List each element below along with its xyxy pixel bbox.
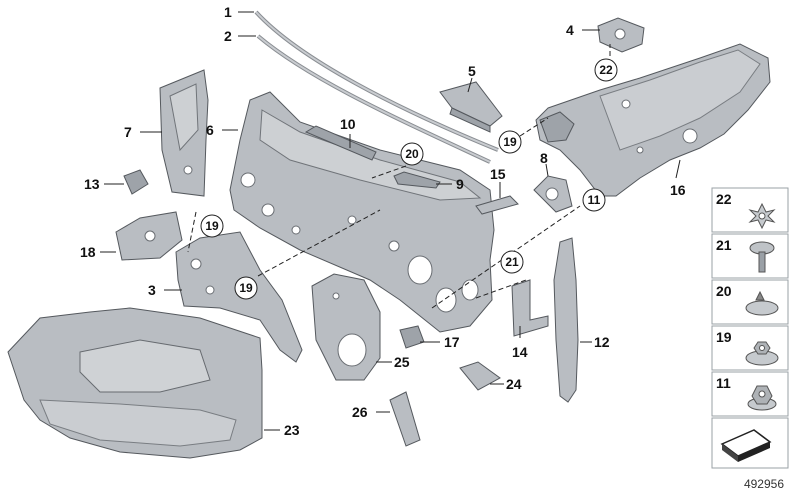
star-clip-icon [748,202,776,230]
part-12-trim [553,237,579,403]
legend-arrow-box [711,417,789,469]
badge-21: 21 [500,250,524,274]
hex-nut-flange-icon [747,385,777,411]
callout-8: 8 [540,150,548,166]
legend-item-20: 20 [711,279,789,325]
svg-text:19: 19 [239,281,253,295]
svg-text:20: 20 [405,147,419,161]
callout-25: 25 [394,354,410,370]
callout-10: 10 [340,116,356,132]
part-16-insulation [535,43,771,197]
callout-14: 14 [512,344,528,360]
svg-text:19: 19 [716,329,732,345]
callout-12: 12 [594,334,610,350]
legend-item-21: 21 [711,233,789,279]
legend-item-11: 11 [711,371,789,417]
part-24-pad [459,361,501,391]
callout-26: 26 [352,404,368,420]
part-13-bracket [123,169,149,195]
part-15-strip [475,195,519,215]
callout-7: 7 [124,124,132,140]
badge-19-c: 19 [234,276,258,300]
callout-13: 13 [84,176,100,192]
badge-22-top: 22 [594,58,618,82]
part-26-strip [389,391,421,447]
solid-leaders [100,11,681,431]
callout-17: 17 [444,334,460,350]
legend-item-22: 22 [711,187,789,233]
svg-text:21: 21 [505,255,519,269]
expanding-rivet-icon [749,241,775,273]
fastener-legend: 22 21 20 19 [711,187,789,469]
svg-text:11: 11 [716,375,731,391]
callout-numbers: 1 2 3 4 5 6 7 8 9 10 12 13 14 15 16 17 1… [80,4,686,438]
callout-4: 4 [566,22,574,38]
arrow-bracket-icon [720,429,772,462]
part-9-pad [393,171,441,189]
callout-23: 23 [284,422,300,438]
badge-19-b: 19 [200,214,224,238]
part-25-panel [311,273,381,381]
part-10-strip [304,125,377,161]
part-4-pad [597,17,645,53]
callout-24: 24 [506,376,522,392]
svg-text:11: 11 [588,193,601,207]
svg-text:19: 19 [205,219,219,233]
push-clip-icon [745,290,779,316]
callout-2: 2 [224,28,232,44]
part-23-insulation [7,307,263,459]
badge-11: 11 [582,188,606,212]
svg-text:22: 22 [599,63,613,77]
callout-16: 16 [670,182,686,198]
part-5-block [439,81,503,133]
hex-nut-washer-icon [745,341,779,366]
badge-19-a: 19 [498,130,522,154]
callout-9: 9 [456,176,464,192]
callout-5: 5 [468,63,476,79]
part-17-block [399,325,425,349]
callout-3: 3 [148,282,156,298]
circled-badges: 22 19 20 11 19 21 19 [200,58,618,300]
callout-1: 1 [224,4,232,20]
legend-item-19: 19 [711,325,789,371]
svg-text:20: 20 [716,283,732,299]
svg-text:19: 19 [503,135,517,149]
svg-text:21: 21 [716,237,732,253]
part-14-bracket [511,279,549,337]
callout-18: 18 [80,244,96,260]
diagram-reference-number: 492956 [744,477,784,491]
part-8-bracket [533,175,573,213]
part-7-trim [159,69,209,197]
callout-6: 6 [206,122,214,138]
seal-strips [254,10,499,164]
badge-20: 20 [400,142,424,166]
svg-text:22: 22 [716,191,732,207]
part-18-mount [115,211,183,261]
callout-15: 15 [490,166,506,182]
